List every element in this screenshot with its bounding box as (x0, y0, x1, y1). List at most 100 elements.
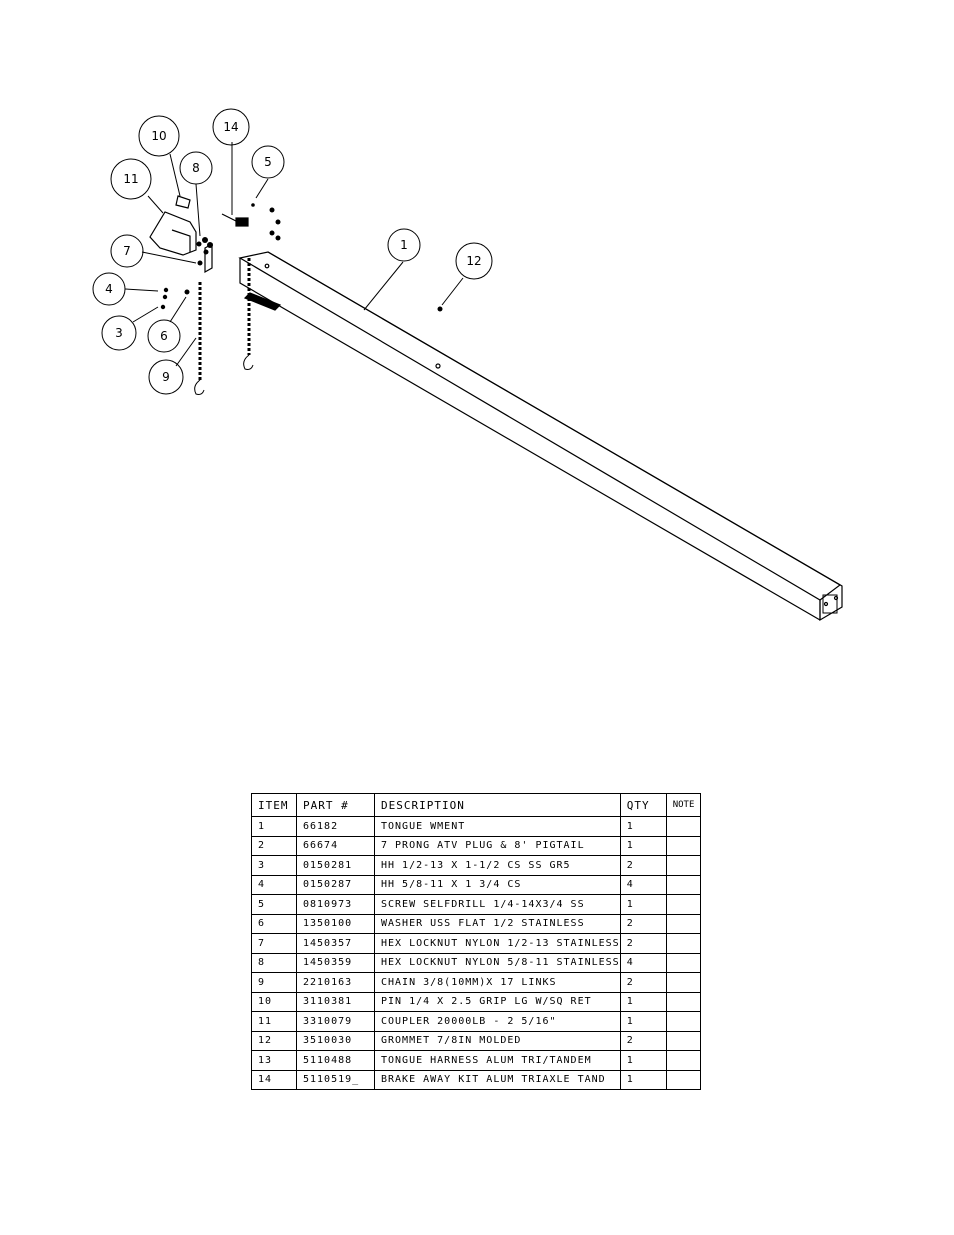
cell-part: 0810973 (296, 894, 375, 915)
cell-description: WASHER USS FLAT 1/2 STAINLESS (374, 913, 621, 934)
cell-note (665, 972, 701, 993)
cell-item: 12 (251, 1030, 297, 1051)
tongue-tube (238, 251, 843, 622)
cell-note (665, 913, 701, 934)
coupler (149, 195, 213, 274)
cell-item: 7 (251, 933, 297, 954)
cell-note (665, 855, 701, 876)
cell-description: 7 PRONG ATV PLUG & 8' PIGTAIL (374, 835, 621, 856)
cell-item: 9 (251, 972, 297, 993)
breakaway-kit (221, 213, 249, 227)
balloon-5: 5 (251, 145, 285, 179)
cell-part: 3110381 (296, 991, 375, 1012)
cell-part: 0150287 (296, 874, 375, 895)
cell-note (665, 835, 701, 856)
balloon-3: 3 (101, 315, 137, 351)
cell-description: COUPLER 20000LB - 2 5/16" (374, 1011, 621, 1032)
header-item: ITEM (251, 793, 297, 817)
cell-qty: 1 (619, 1011, 667, 1032)
cell-qty: 1 (619, 1069, 667, 1090)
cell-part: 5110519_ (296, 1069, 375, 1090)
safety-chains (194, 258, 254, 395)
exploded-assembly-drawing: 1 12 14 5 8 10 11 7 4 3 6 9 (92, 108, 843, 622)
cell-part: 2210163 (296, 972, 375, 993)
svg-text:12: 12 (466, 254, 481, 268)
cell-description: HH 5/8-11 X 1 3/4 CS (374, 874, 621, 895)
cell-note (665, 1069, 701, 1090)
svg-text:3: 3 (115, 326, 123, 340)
balloon-4: 4 (92, 272, 126, 306)
svg-text:8: 8 (192, 161, 200, 175)
cell-qty: 2 (619, 972, 667, 993)
bom-header-row: ITEM PART # DESCRIPTION QTY NOTE (251, 793, 701, 817)
cell-qty: 2 (619, 933, 667, 954)
cell-qty: 1 (619, 991, 667, 1012)
cell-note (665, 1030, 701, 1051)
cell-part: 1450357 (296, 933, 375, 954)
cell-part: 0150281 (296, 855, 375, 876)
svg-text:11: 11 (123, 172, 138, 186)
cell-note (665, 1050, 701, 1071)
cell-description: HH 1/2-13 X 1-1/2 CS SS GR5 (374, 855, 621, 876)
cell-qty: 2 (619, 913, 667, 934)
cell-part: 3310079 (296, 1011, 375, 1032)
balloon-12: 12 (455, 242, 493, 280)
cell-description: TONGUE HARNESS ALUM TRI/TANDEM (374, 1050, 621, 1071)
cell-description: HEX LOCKNUT NYLON 1/2-13 STAINLESS (374, 933, 621, 954)
cell-note (665, 816, 701, 837)
cell-qty: 1 (619, 1050, 667, 1071)
cell-description: GROMMET 7/8IN MOLDED (374, 1030, 621, 1051)
balloon-11: 11 (110, 158, 152, 200)
cell-qty: 2 (619, 855, 667, 876)
svg-text:5: 5 (264, 155, 272, 169)
cell-part: 66182 (296, 816, 375, 837)
balloon-9: 9 (148, 359, 184, 395)
cell-qty: 1 (619, 835, 667, 856)
balloon-14: 14 (212, 108, 250, 146)
cell-item: 1 (251, 816, 297, 837)
cell-item: 6 (251, 913, 297, 934)
header-qty: QTY (619, 793, 667, 817)
cell-item: 14 (251, 1069, 297, 1090)
cell-description: BRAKE AWAY KIT ALUM TRIAXLE TAND (374, 1069, 621, 1090)
cell-note (665, 933, 701, 954)
cell-item: 4 (251, 874, 297, 895)
cell-description: SCREW SELFDRILL 1/4-14X3/4 SS (374, 894, 621, 915)
cell-qty: 2 (619, 1030, 667, 1051)
svg-text:10: 10 (151, 129, 166, 143)
svg-text:14: 14 (223, 120, 238, 134)
cell-item: 5 (251, 894, 297, 915)
cell-note (665, 894, 701, 915)
cell-item: 13 (251, 1050, 297, 1071)
cell-part: 66674 (296, 835, 375, 856)
cell-description: TONGUE WMENT (374, 816, 621, 837)
cell-qty: 4 (619, 874, 667, 895)
cell-part: 1450359 (296, 952, 375, 973)
cell-note (665, 1011, 701, 1032)
cell-item: 10 (251, 991, 297, 1012)
cell-description: CHAIN 3/8(10MM)X 17 LINKS (374, 972, 621, 993)
cell-item: 8 (251, 952, 297, 973)
cell-part: 3510030 (296, 1030, 375, 1051)
svg-text:6: 6 (160, 329, 168, 343)
cell-qty: 1 (619, 894, 667, 915)
cell-note (665, 874, 701, 895)
cell-description: HEX LOCKNUT NYLON 5/8-11 STAINLESS (374, 952, 621, 973)
svg-text:4: 4 (105, 282, 113, 296)
cell-item: 11 (251, 1011, 297, 1032)
cell-description: PIN 1/4 X 2.5 GRIP LG W/SQ RET (374, 991, 621, 1012)
